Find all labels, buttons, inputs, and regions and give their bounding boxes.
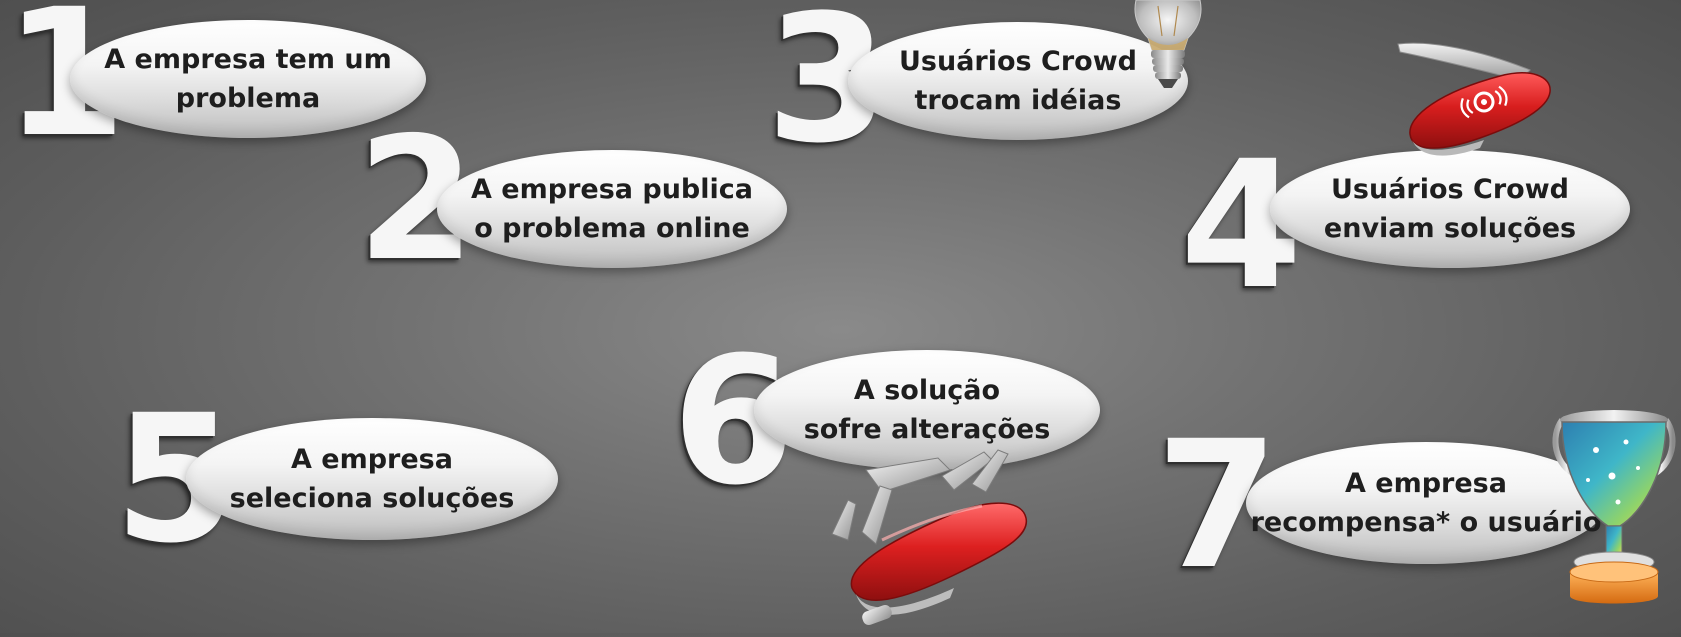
step-2-text: A empresa publica o problema online (471, 174, 753, 244)
step-7-text: A empresa recompensa* o usuário (1250, 468, 1602, 538)
step-5-bubble: A empresa seleciona soluções (186, 418, 558, 540)
step-2-bubble: A empresa publica o problema online (437, 150, 787, 268)
trophy-icon (1548, 406, 1681, 612)
step-1-text: A empresa tem um problema (104, 44, 392, 114)
closed-pocket-knife-icon (1380, 36, 1560, 168)
step-1-bubble: A empresa tem um problema (70, 20, 426, 138)
step-6-text: A solução sofre alterações (803, 375, 1051, 445)
step-4-text: Usuários Crowd enviam soluções (1323, 174, 1577, 244)
light-bulb-icon (1118, 0, 1218, 92)
step-7-bubble: A empresa recompensa* o usuário (1246, 442, 1606, 564)
step-5-text: A empresa seleciona soluções (229, 444, 515, 514)
step-3-text: Usuários Crowd trocam idéias (899, 46, 1137, 116)
open-swiss-army-knife-icon (822, 448, 1052, 633)
step-3-bubble: Usuários Crowd trocam idéias (848, 22, 1188, 140)
step-4-bubble: Usuários Crowd enviam soluções (1270, 150, 1630, 268)
step-6-bubble: A solução sofre alterações (754, 350, 1100, 470)
